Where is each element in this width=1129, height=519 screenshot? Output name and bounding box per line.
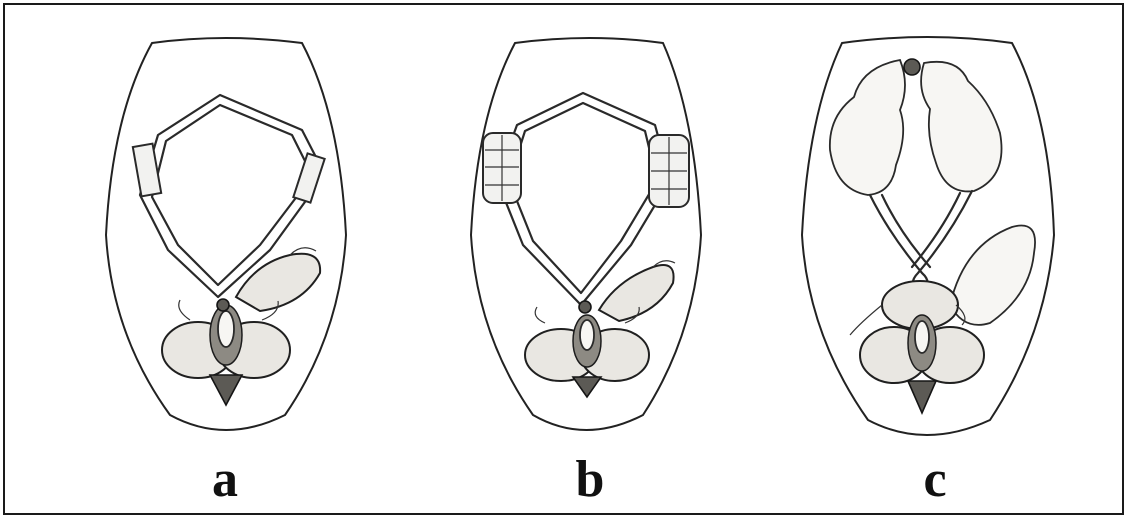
cluster-right [649, 135, 689, 207]
illustration-b [405, 5, 775, 455]
illustration-c [750, 5, 1120, 455]
panel-b: b [405, 5, 775, 515]
panel-label-a: a [40, 450, 410, 510]
panel-label-c: c [750, 450, 1120, 510]
illustration-a [40, 5, 410, 455]
junction [579, 301, 591, 313]
panel-c: c [750, 5, 1120, 515]
figure-frame: a [3, 3, 1124, 515]
panel-a: a [40, 5, 410, 515]
junction [217, 299, 229, 311]
sac-junction [904, 59, 920, 75]
cluster-left [483, 133, 521, 203]
panel-label-b: b [405, 450, 775, 510]
